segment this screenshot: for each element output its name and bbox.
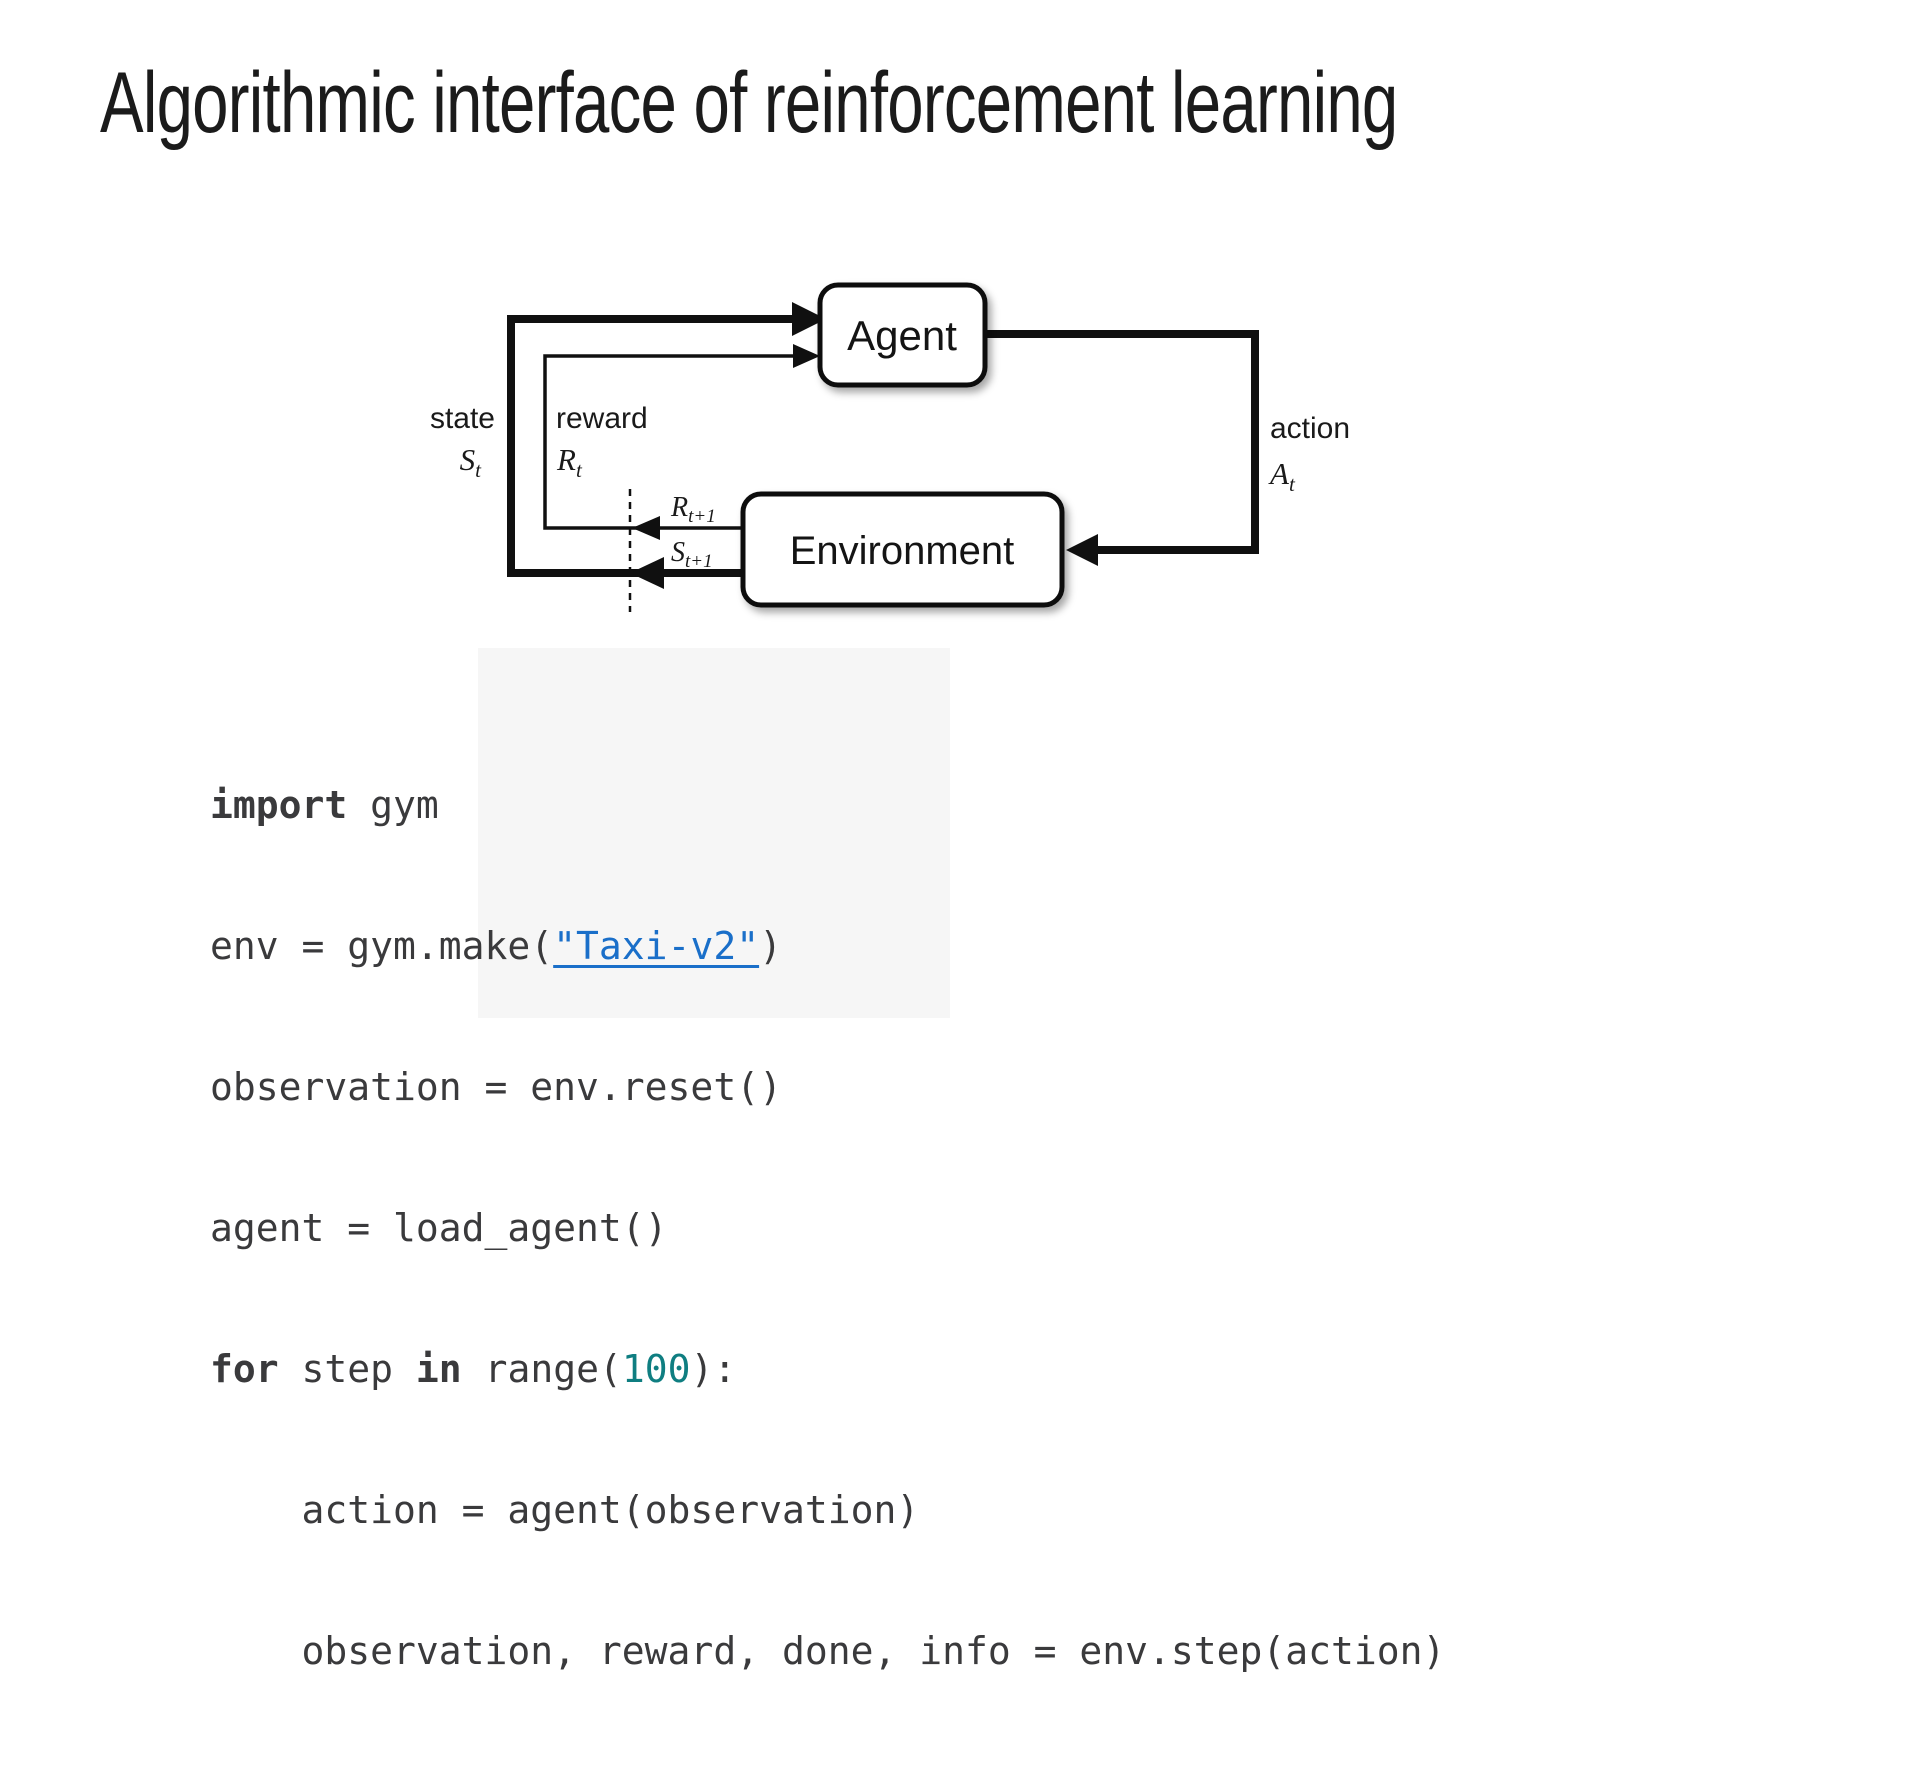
slide: Algorithmic interface of reinforcement l…: [100, 55, 1446, 1673]
code-token: observation, reward, done, info = env.st…: [210, 1629, 1446, 1673]
state-symbol: St: [460, 442, 483, 482]
agent-box: [817, 282, 988, 388]
taxi-v2-link[interactable]: "Taxi-v2": [553, 924, 760, 968]
environment-label: Environment: [790, 529, 1015, 573]
code-token: action = agent(observation): [210, 1488, 920, 1532]
code-token-number: 100: [621, 1347, 691, 1391]
next-reward-arrowhead: [632, 516, 660, 540]
code-line-import: import gym: [210, 782, 1445, 829]
action-line: [985, 330, 1259, 554]
code-line-action: action = agent(observation): [210, 1487, 1445, 1534]
code-line-for-loop: for step in range(100):: [210, 1346, 1445, 1393]
state-label: state: [430, 402, 495, 435]
next-state-arrowhead: [630, 557, 664, 589]
code-token: gym: [347, 783, 439, 827]
code-token: env = gym.make(: [210, 924, 554, 968]
code-token: step: [278, 1347, 416, 1391]
slide-title: Algorithmic interface of reinforcement l…: [100, 55, 1398, 151]
code-token-keyword: for: [210, 1347, 279, 1391]
action-label: action: [1270, 412, 1350, 445]
code-line-make-env: env = gym.make("Taxi-v2"): [210, 923, 1445, 970]
code-background-band: [478, 648, 950, 1018]
state-arrowhead: [792, 302, 826, 336]
code-token: ):: [690, 1347, 737, 1391]
reward-symbol: Rt: [556, 442, 583, 482]
action-symbol: At: [1268, 456, 1296, 496]
code-token: agent = load_agent(): [210, 1206, 668, 1250]
reward-label: reward: [556, 402, 648, 435]
rl-loop-diagram: Agent Environment state St reward Rt Rt+…: [430, 282, 1350, 612]
environment-box: [740, 491, 1065, 608]
state-line: [507, 315, 800, 577]
code-token: ): [759, 924, 782, 968]
code-line-load-agent: agent = load_agent(): [210, 1205, 1445, 1252]
agent-label: Agent: [847, 312, 957, 359]
reward-arrowhead: [793, 344, 820, 368]
code-block: import gym env = gym.make("Taxi-v2") obs…: [210, 688, 1445, 1769]
code-token-keyword: in: [415, 1347, 462, 1391]
code-token: range(: [461, 1347, 622, 1391]
code-token: observation = env.reset(): [210, 1065, 782, 1109]
next-state-symbol: St+1: [671, 537, 713, 572]
code-token-keyword: import: [210, 783, 348, 827]
action-arrowhead: [1066, 534, 1098, 566]
code-line-reset: observation = env.reset(): [210, 1064, 1445, 1111]
next-reward-symbol: Rt+1: [670, 492, 716, 527]
code-line-step: observation, reward, done, info = env.st…: [210, 1628, 1446, 1675]
